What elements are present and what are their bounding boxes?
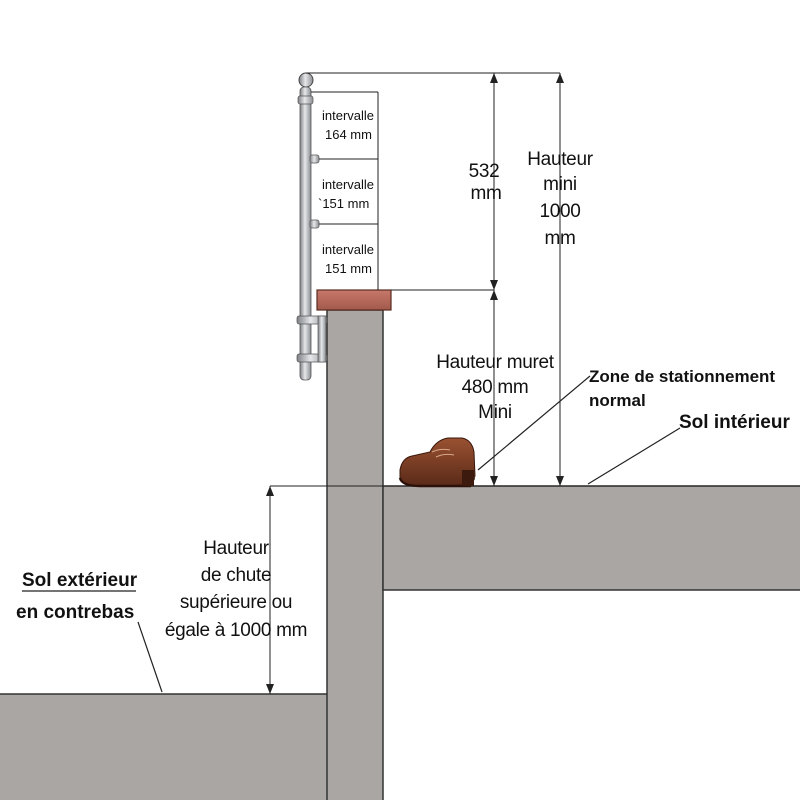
rail-clamp	[309, 219, 320, 229]
wall-coping	[316, 289, 392, 311]
svg-text:supérieure ou: supérieure ou	[180, 592, 292, 613]
svg-text:Sol extérieur: Sol extérieur	[22, 570, 138, 591]
dimension-lines	[266, 72, 564, 694]
svg-text:480 mm: 480 mm	[462, 377, 529, 398]
svg-text:en contrebas: en contrebas	[16, 602, 134, 623]
svg-text:Hauteur muret: Hauteur muret	[436, 352, 555, 373]
svg-text:Hauteur: Hauteur	[527, 149, 593, 170]
intervalle-3-label: intervalle	[322, 242, 374, 257]
handrail-cap	[298, 72, 314, 88]
leader-zone-stationnement	[477, 375, 591, 471]
railing	[296, 72, 328, 381]
svg-text:Mini: Mini	[478, 402, 512, 423]
sol-exterieur-label: Sol extérieur en contrebas	[16, 570, 138, 623]
svg-text:de chute: de chute	[201, 565, 272, 586]
hauteur-mini-label: Hauteur mini 1000 mm	[527, 149, 594, 249]
intervalle-2-value: `151 mm	[318, 196, 369, 211]
wall-muret	[326, 309, 384, 805]
svg-text:mini: mini	[543, 174, 577, 195]
dim-532-value: 532	[469, 161, 500, 182]
leader-sol-exterieur	[137, 621, 163, 693]
svg-text:Hauteur: Hauteur	[203, 538, 269, 559]
rail-clamp	[309, 154, 320, 164]
svg-text:1000: 1000	[539, 201, 580, 222]
dim-532-unit: mm	[470, 183, 501, 204]
hauteur-muret-label: Hauteur muret 480 mm Mini	[436, 352, 555, 423]
hauteur-chute-label: Hauteur de chute supérieure ou égale à 1…	[165, 538, 308, 641]
intervalle-1-label: intervalle	[322, 108, 374, 123]
interior-floor-slab	[382, 485, 800, 591]
svg-text:normal: normal	[589, 391, 646, 410]
svg-text:égale à 1000 mm: égale à 1000 mm	[165, 620, 307, 641]
railing-post	[299, 86, 312, 381]
svg-text:Zone de stationnement: Zone de stationnement	[589, 367, 775, 386]
concrete-structure	[0, 309, 800, 805]
intervalle-1-value: 164 mm	[325, 127, 372, 142]
sol-interieur-label: Sol intérieur	[679, 412, 790, 433]
zone-stationnement-label: Zone de stationnement normal	[589, 367, 775, 410]
intervalle-2-label: intervalle	[322, 177, 374, 192]
leader-sol-interieur	[587, 427, 681, 485]
intervalle-3-value: 151 mm	[325, 261, 372, 276]
exterior-ground-slab	[0, 693, 329, 805]
intervalle-labels: intervalle 164 mm intervalle `151 mm int…	[318, 108, 374, 276]
svg-text:mm: mm	[544, 228, 575, 249]
shoe-icon	[398, 437, 476, 488]
